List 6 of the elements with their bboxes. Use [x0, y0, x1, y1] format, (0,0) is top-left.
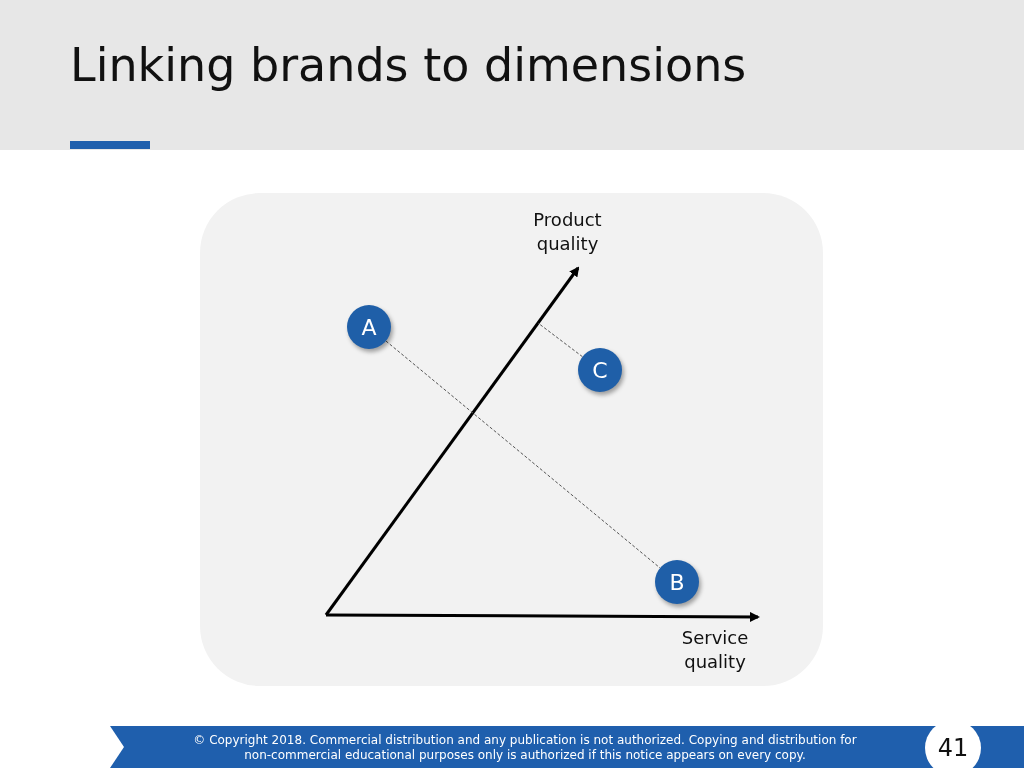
slide-title: Linking brands to dimensions [70, 38, 747, 92]
axis-label: Product quality [532, 208, 603, 256]
projection-line [385, 340, 661, 569]
axis-label: Service quality [680, 626, 750, 674]
projection-line [537, 322, 583, 358]
copyright-notice: © Copyright 2018. Commercial distribution and any publication is not authorized. Copying and distribution for non-commercial educational purposes only is authorized if this notice appears on every copy. [192, 733, 858, 763]
